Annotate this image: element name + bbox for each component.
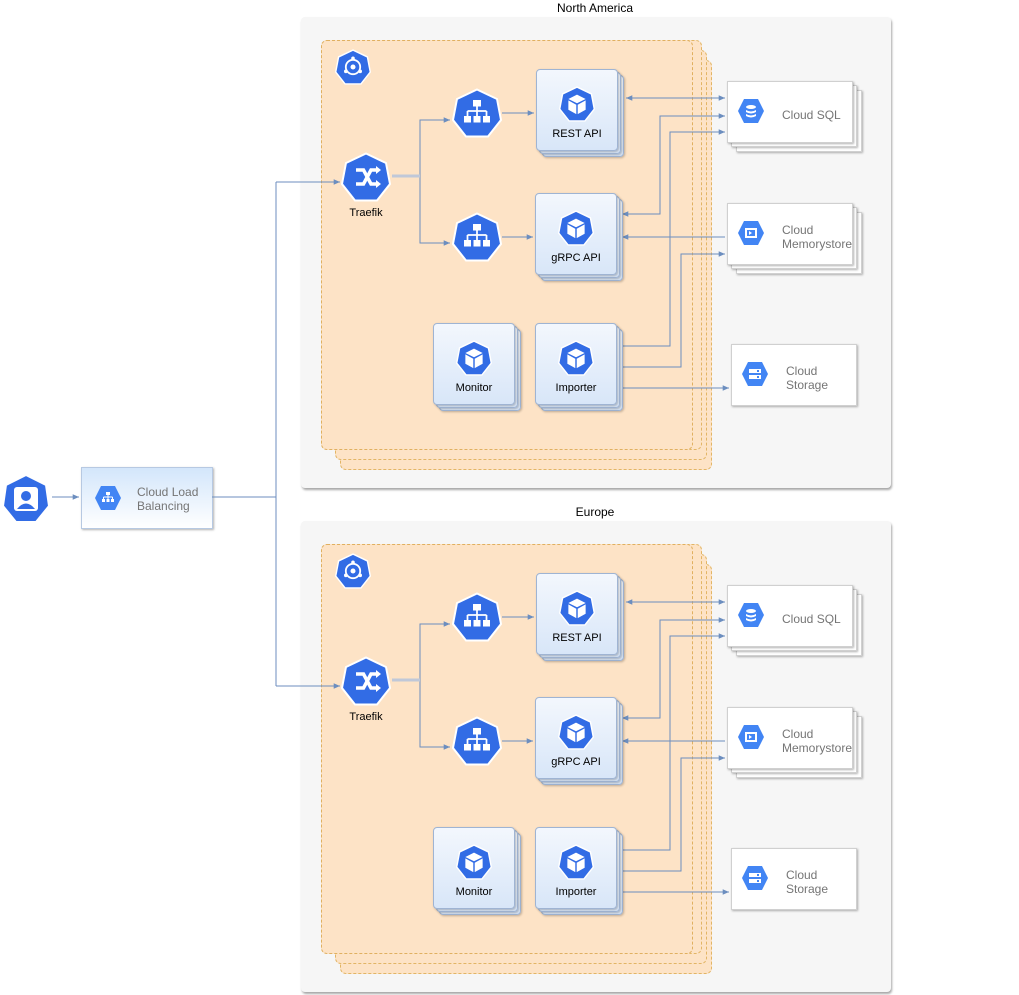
cloud-sql-label: Cloud SQL [782, 108, 841, 122]
deployment-label: Monitor [455, 382, 493, 394]
load-balancing-label-1: Cloud Load [137, 485, 199, 499]
cloud-storage-icon [741, 361, 769, 392]
deployment-label: REST API [552, 632, 602, 644]
kubernetes-cluster-icon [334, 49, 372, 90]
memorystore-icon [737, 724, 765, 755]
cloud-load-balancing[interactable]: Cloud Load Balancing [81, 467, 213, 529]
kubernetes-service-icon[interactable] [451, 592, 503, 647]
memorystore-icon [737, 220, 765, 251]
kubernetes-pod-icon [557, 340, 595, 381]
traefik-to-rest-service [392, 621, 450, 682]
kubernetes-pod-icon [557, 844, 595, 885]
deployment-label: REST API [552, 128, 602, 140]
deployment-label: Monitor [455, 886, 493, 898]
kubernetes-pod-icon [557, 714, 595, 755]
importer-to-memorystore [622, 251, 725, 368]
region-title: Europe [575, 505, 615, 519]
grpc-api-deployment[interactable] [535, 697, 617, 779]
cloud-memorystore-label-1: Cloud [782, 727, 814, 741]
cloud-storage-label-1: Cloud [786, 364, 818, 378]
kubernetes-cluster-icon [334, 553, 372, 594]
kubernetes-service-icon[interactable] [451, 88, 503, 143]
kubernetes-cluster [321, 544, 693, 954]
user-icon [2, 474, 50, 524]
traefik-label: Traefik [349, 711, 383, 723]
traefik-icon[interactable] [340, 656, 392, 711]
kubernetes-pod-icon [558, 590, 596, 631]
cloud-sql-label: Cloud SQL [782, 612, 841, 626]
cloud-storage-icon [741, 865, 769, 896]
cloud-storage-label-2: Storage [786, 378, 829, 392]
deployment-label: gRPC API [551, 252, 601, 264]
cloud-memorystore-label-2: Memorystore [782, 741, 853, 755]
cloud-storage-label-2: Storage [786, 882, 829, 896]
kubernetes-pod-icon [558, 86, 596, 127]
kubernetes-pod-icon [455, 340, 493, 381]
kubernetes-pod-icon [557, 210, 595, 251]
importer-to-cloud-sql [622, 129, 725, 347]
deployment-label: Importer [555, 382, 597, 394]
cloud-storage-label-1: Cloud [786, 868, 818, 882]
cloud-sql-icon [737, 602, 765, 633]
grpc-to-cloud-sql [622, 113, 725, 217]
deployment-label: gRPC API [551, 756, 601, 768]
deployment-label: Importer [555, 886, 597, 898]
kubernetes-service-icon[interactable] [451, 212, 503, 267]
grpc-to-cloud-sql [622, 617, 725, 721]
importer-to-memorystore [622, 755, 725, 872]
traefik-to-rest-service [392, 117, 450, 178]
cloud-memorystore-label-1: Cloud [782, 223, 814, 237]
traefik-icon[interactable] [340, 152, 392, 207]
cloud-sql-icon [737, 98, 765, 129]
region-title: North America [556, 1, 634, 15]
traefik-to-grpc-service [392, 176, 450, 246]
kubernetes-pod-icon [455, 844, 493, 885]
traefik-to-grpc-service [392, 680, 450, 750]
kubernetes-service-icon[interactable] [451, 716, 503, 771]
importer-to-cloud-sql [622, 633, 725, 851]
load-balancing-label-2: Balancing [137, 499, 190, 513]
traefik-label: Traefik [349, 207, 383, 219]
cloud-memorystore-label-2: Memorystore [782, 237, 853, 251]
